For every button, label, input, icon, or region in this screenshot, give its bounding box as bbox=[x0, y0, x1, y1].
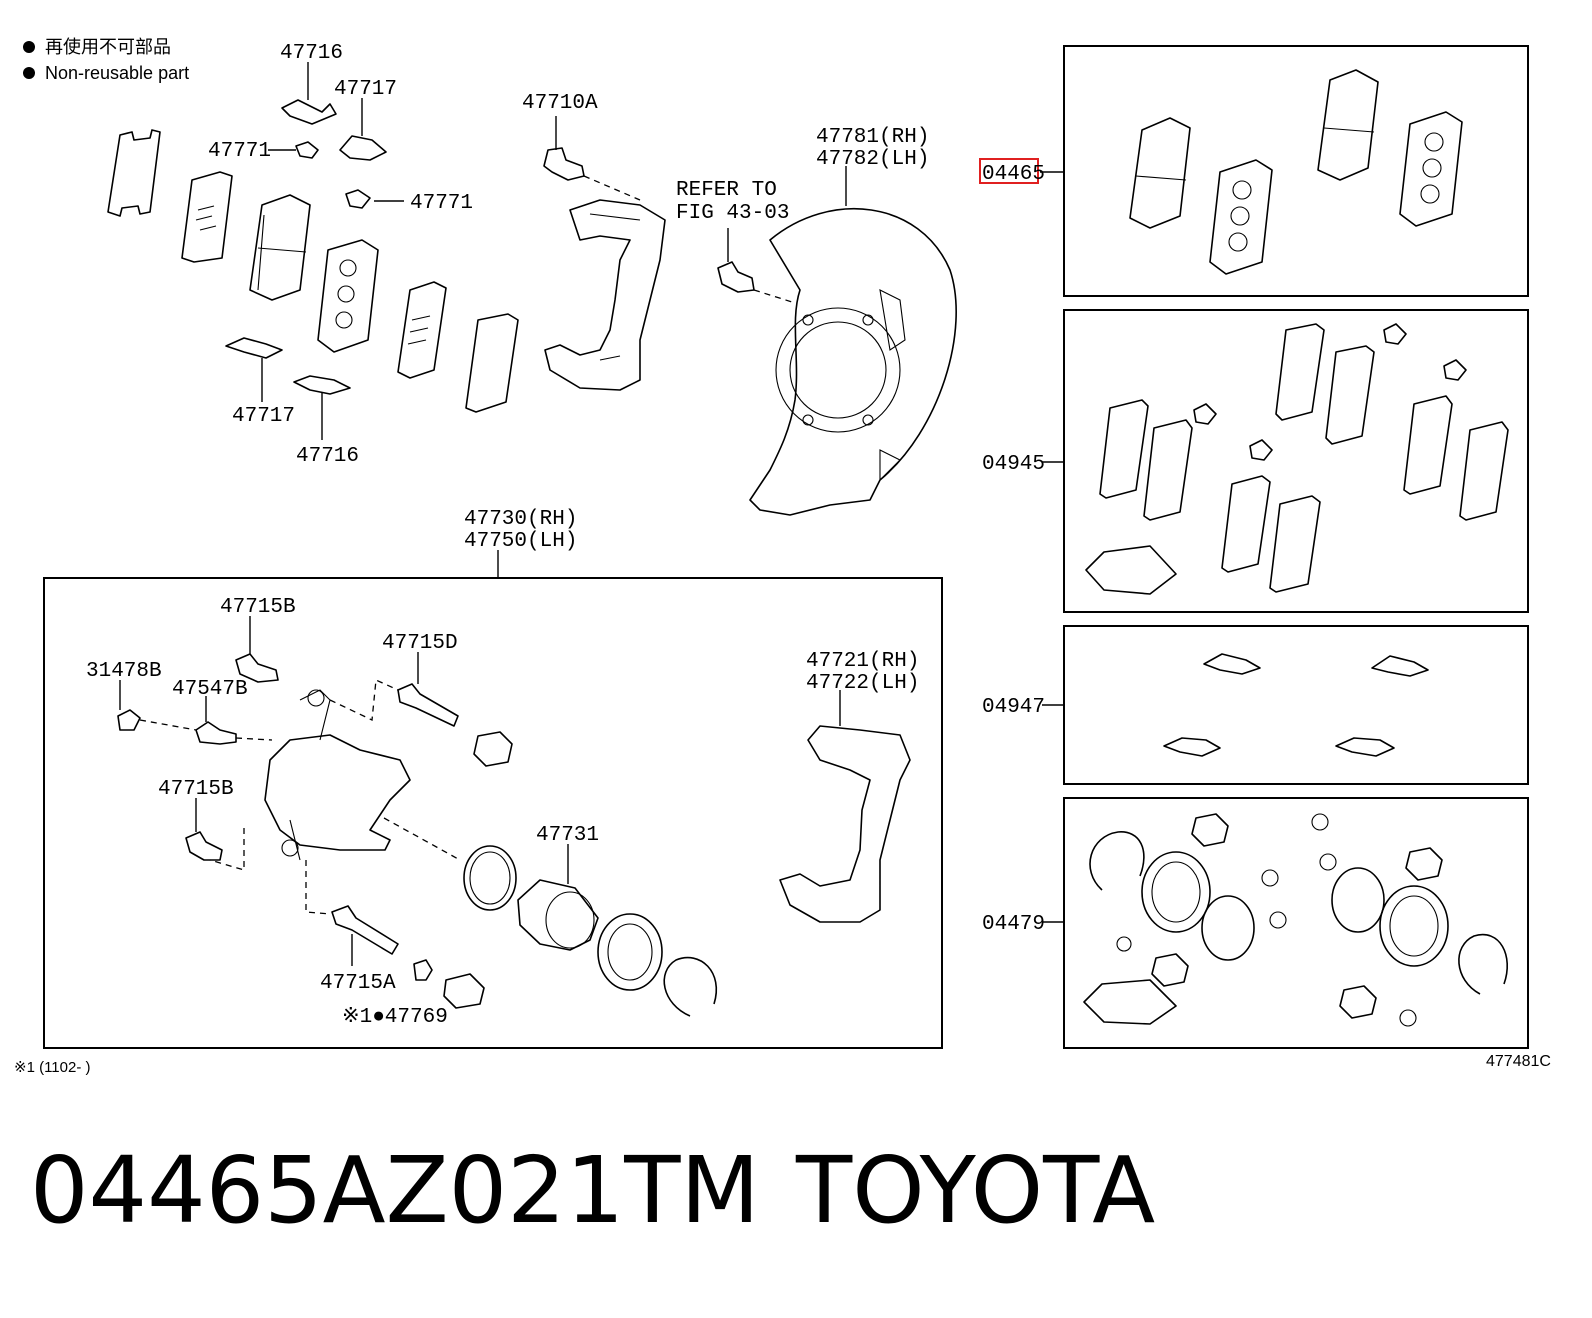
disc-brake-dust-cover bbox=[749, 166, 957, 516]
legend: 再使用不可部品 Non-reusable part bbox=[23, 37, 189, 83]
pad-support-plate-drawing bbox=[225, 337, 283, 359]
clip-drawing bbox=[295, 141, 319, 159]
banner-part-number: 04465AZ021TM bbox=[30, 1137, 760, 1244]
kit-label-04945: 04945 bbox=[982, 453, 1045, 476]
callout-47710A: 47710A bbox=[522, 92, 598, 115]
anti-squeal-shim-drawing bbox=[107, 129, 161, 217]
banner-brand: TOYOTA bbox=[795, 1137, 1155, 1244]
cylinder-kit-parts bbox=[1083, 813, 1509, 1027]
callout-47547B: 47547B bbox=[172, 678, 248, 701]
footnote: ※1 (1102- ) bbox=[14, 1059, 91, 1076]
legend-english: Non-reusable part bbox=[45, 63, 189, 83]
callout-47715A: 47715A bbox=[320, 972, 396, 995]
kit-box-04947 bbox=[1063, 625, 1529, 785]
callout-47715D: 47715D bbox=[382, 632, 458, 655]
callout-47781: 47781(RH) bbox=[816, 126, 929, 149]
callout-47782: 47782(LH) bbox=[816, 148, 929, 171]
callout-47716-top: 47716 bbox=[280, 42, 343, 65]
pad-support-plate-drawing bbox=[293, 375, 351, 395]
callout-47716-bot: 47716 bbox=[296, 445, 359, 468]
anti-squeal-shim-drawing bbox=[465, 313, 519, 413]
pad-kit-parts bbox=[1129, 69, 1463, 275]
callout-47730: 47730(RH) bbox=[464, 508, 577, 531]
callout-47750: 47750(LH) bbox=[464, 530, 577, 553]
support-plate-kit-parts bbox=[1163, 653, 1429, 757]
legend-japanese: 再使用不可部品 bbox=[45, 37, 171, 57]
shim-kit-parts bbox=[1085, 323, 1509, 595]
bullet-icon bbox=[23, 41, 35, 53]
callout-47715B-b: 47715B bbox=[158, 778, 234, 801]
caliper-assembly-box bbox=[43, 577, 943, 1049]
callout-47717-top: 47717 bbox=[334, 78, 397, 101]
kit-label-04947: 04947 bbox=[982, 696, 1045, 719]
callout-47771-a: 47771 bbox=[208, 140, 271, 163]
clip-drawing bbox=[345, 189, 371, 209]
brake-pad-drawing bbox=[249, 194, 311, 301]
anti-squeal-shim-drawing bbox=[397, 281, 447, 379]
refer-to-line2: FIG 43-03 bbox=[676, 202, 789, 225]
caliper-mounting-bracket bbox=[543, 116, 666, 391]
bullet-icon bbox=[23, 67, 35, 79]
callout-47731: 47731 bbox=[536, 824, 599, 847]
callout-47771-b: 47771 bbox=[410, 192, 473, 215]
kit-box-04945 bbox=[1063, 309, 1529, 613]
kit-box-04465 bbox=[1063, 45, 1529, 297]
callout-31478B: 31478B bbox=[86, 660, 162, 683]
pad-support-plate-drawing bbox=[281, 99, 337, 125]
kit-box-04479 bbox=[1063, 797, 1529, 1049]
anti-squeal-shim-drawing bbox=[181, 171, 233, 263]
highlight-box-04465 bbox=[979, 158, 1039, 184]
callout-47722: 47722(LH) bbox=[806, 672, 919, 695]
brake-pad-drawing bbox=[317, 239, 379, 353]
refer-to-line1: REFER TO bbox=[676, 179, 777, 202]
caliper-assembly-parts bbox=[117, 616, 911, 1017]
callout-47769: ※1●47769 bbox=[342, 1006, 448, 1029]
kit-label-04479: 04479 bbox=[982, 913, 1045, 936]
figure-code: 477481C bbox=[1486, 1053, 1551, 1070]
pad-support-plate-drawing bbox=[339, 135, 387, 161]
callout-47715B-a: 47715B bbox=[220, 596, 296, 619]
kit-label-04465: 04465 bbox=[982, 163, 1045, 186]
pad-shim-group bbox=[107, 99, 519, 413]
callout-47717-bot: 47717 bbox=[232, 405, 295, 428]
callout-47721: 47721(RH) bbox=[806, 650, 919, 673]
refer-bolt bbox=[717, 228, 793, 303]
